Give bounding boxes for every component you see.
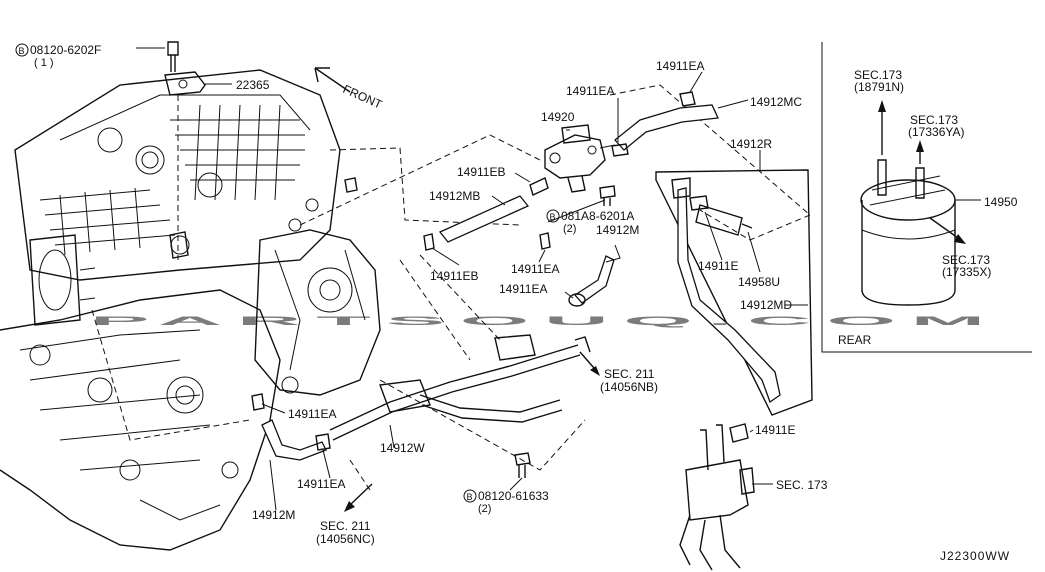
front-arrow-icon	[314, 67, 351, 93]
clamp-eb-lower-illustration	[423, 233, 435, 251]
label-clamp-top[interactable]: 14911EA	[656, 59, 705, 73]
label-sec211-nc[interactable]: SEC. 211	[320, 519, 371, 533]
svg-text:B: B	[19, 46, 25, 56]
hose-m-lower-illustration	[251, 393, 331, 461]
arrow-sec211-nb-icon	[579, 351, 600, 376]
bolt-symbol-mid: B	[546, 209, 560, 223]
label-clamp-upper[interactable]: 14911EA	[566, 84, 615, 98]
bolt-mid-illustration	[599, 185, 616, 206]
label-clamp-ea-mid2[interactable]: 14911EA	[499, 282, 548, 296]
clamp-ea-mid-illustration	[539, 232, 551, 250]
tube-w-illustration	[329, 334, 591, 441]
label-bolt-top-qty: ( 1 )	[34, 57, 54, 69]
label-clamp-eb-upper[interactable]: 14911EB	[457, 165, 506, 179]
label-clamp-ea-bottom[interactable]: 14911EA	[297, 477, 346, 491]
label-sec211-nc-ref: (14056NC)	[316, 532, 375, 546]
label-sec173-a[interactable]: SEC.173	[854, 68, 902, 82]
label-bolt-top[interactable]: 08120-6202F	[30, 43, 101, 57]
canister-inset-frame	[821, 42, 1032, 353]
arrow-sec173-a-icon	[878, 100, 886, 155]
watermark-text: PARTSOUQ.COM	[90, 314, 1000, 328]
sec173-component-illustration	[679, 423, 755, 571]
engine-assembly-illustration	[0, 69, 381, 551]
canister-illustration	[860, 159, 956, 306]
label-clamp-eb-lower[interactable]: 14911EB	[430, 269, 479, 283]
svg-text:B: B	[550, 212, 556, 222]
label-hose-mc[interactable]: 14912MC	[750, 95, 802, 109]
label-bolt-bottom-qty: (2)	[478, 503, 491, 515]
label-leader-lines	[136, 47, 981, 511]
label-sec211-nb-ref: (14056NB)	[600, 380, 658, 394]
label-clamp-e-lower[interactable]: 14911E	[755, 423, 795, 437]
label-clamp-ea-mid[interactable]: 14911EA	[511, 262, 560, 276]
label-sec173-c-ref: (17335X)	[942, 265, 991, 279]
label-sec211-nb[interactable]: SEC. 211	[604, 367, 655, 381]
label-sec173-a-ref: (18791N)	[854, 80, 904, 94]
label-bolt-mid[interactable]: 081A8-6201A	[561, 209, 634, 223]
svg-text:B: B	[467, 492, 473, 502]
bolt-bottom-illustration	[514, 452, 531, 478]
label-clamp-e[interactable]: 14911E	[698, 259, 738, 273]
bolt-symbol-bottom: B	[463, 489, 477, 503]
hose-m-right-illustration	[568, 255, 615, 307]
label-clamp-ea-lower[interactable]: 14911EA	[288, 407, 337, 421]
label-valve[interactable]: 14920	[541, 110, 575, 124]
label-sec173-c[interactable]: SEC.173	[942, 253, 990, 267]
label-bolt-mid-qty: (2)	[563, 223, 576, 235]
label-hose-r[interactable]: 14912R	[730, 137, 772, 151]
bolt-symbol-top: B	[15, 43, 29, 57]
dashed-reference-lines	[91, 84, 811, 491]
label-hose-mb[interactable]: 14912MB	[429, 189, 480, 203]
arrow-sec173-c-icon	[929, 217, 966, 244]
label-sensor[interactable]: 22365	[236, 78, 270, 92]
bolt-and-sensor-illustration	[164, 41, 232, 96]
label-sec173-b-ref: (17336YA)	[908, 125, 964, 139]
label-rear: REAR	[838, 333, 872, 347]
label-hose-md[interactable]: 14912MD	[740, 298, 792, 312]
arrow-sec211-nc-icon	[344, 483, 373, 512]
label-hose-m-lower[interactable]: 14912M	[252, 508, 295, 522]
label-filter[interactable]: 14958U	[738, 275, 780, 289]
label-tube-w[interactable]: 14912W	[380, 441, 425, 455]
label-front: FRONT	[341, 82, 385, 112]
hose-mb-illustration	[438, 177, 549, 243]
diagram-code: J22300WW	[940, 549, 1010, 563]
purge-valve-illustration	[544, 124, 616, 193]
label-bolt-bottom[interactable]: 08120-61633	[478, 489, 549, 503]
arrow-sec173-b-icon	[916, 140, 924, 164]
label-canister[interactable]: 14950	[984, 195, 1018, 209]
label-hose-m-right[interactable]: 14912M	[596, 223, 639, 237]
hose-r-group-illustration	[655, 169, 813, 416]
label-sec173-lower[interactable]: SEC. 173	[776, 478, 828, 492]
hose-mc-illustration	[611, 91, 719, 157]
label-sec173-b[interactable]: SEC.173	[910, 113, 958, 127]
